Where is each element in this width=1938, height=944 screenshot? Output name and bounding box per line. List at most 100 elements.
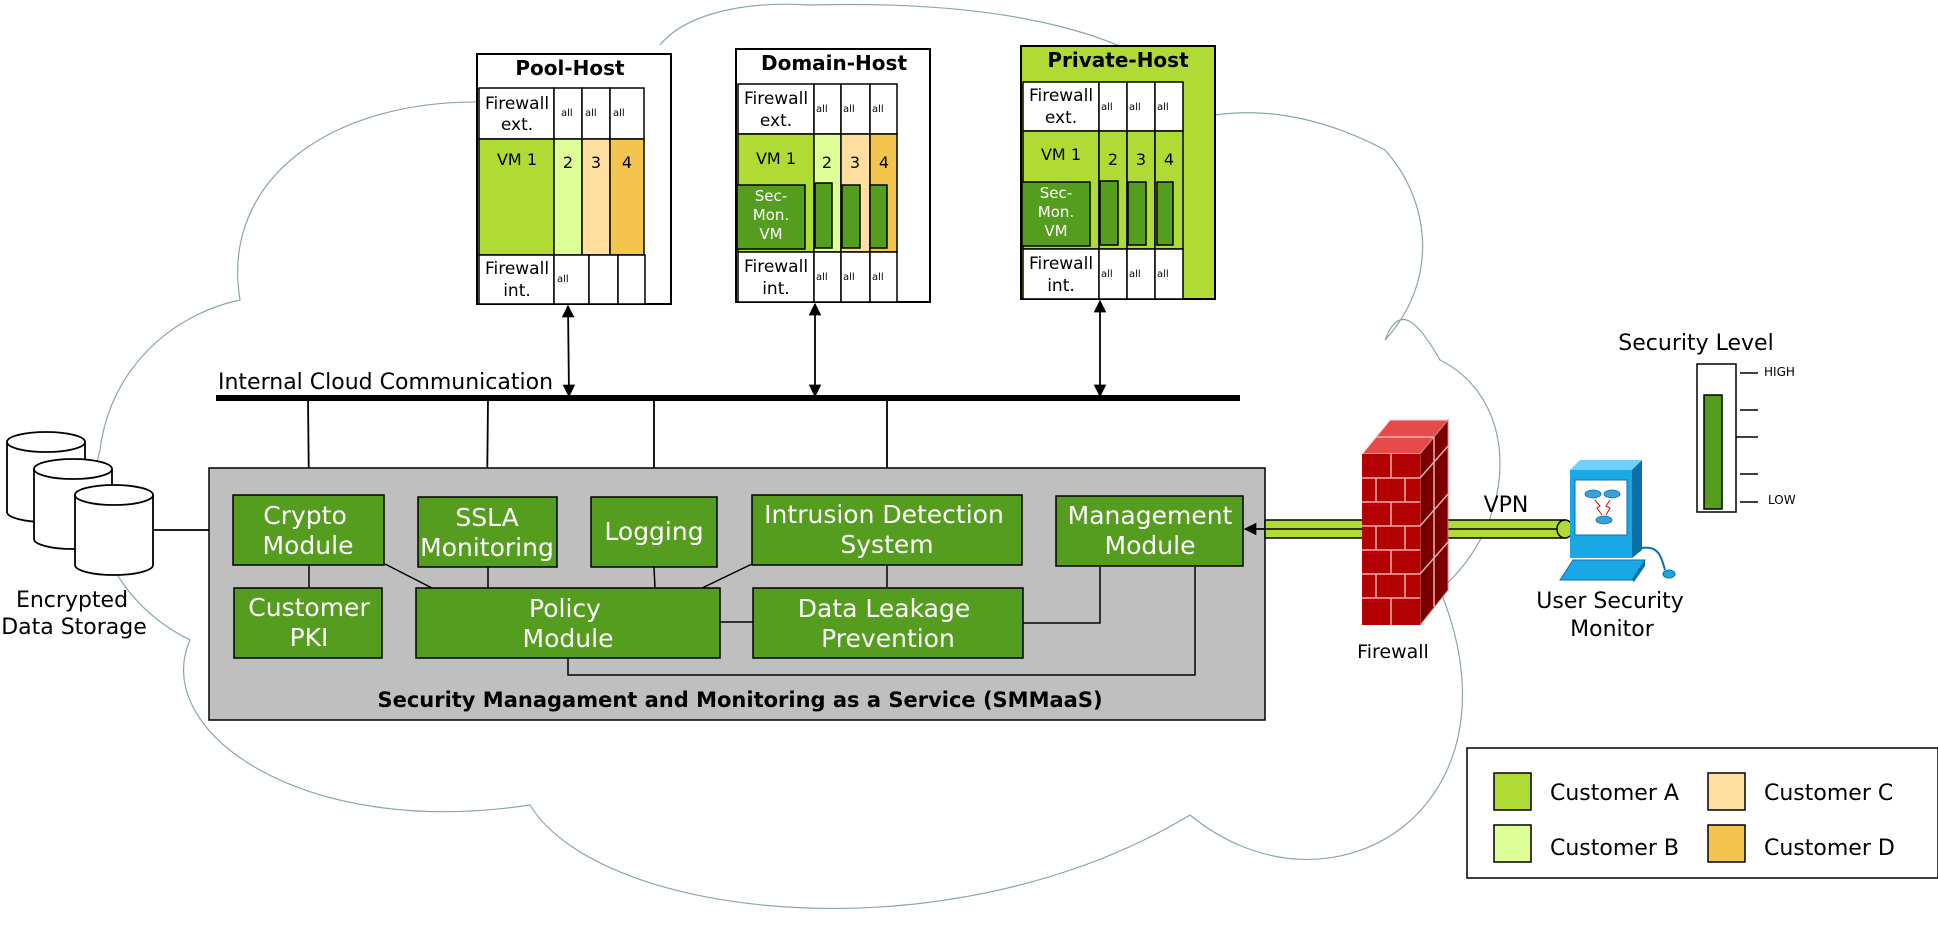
user-monitor-label-line1: User Security [1536, 589, 1683, 614]
private-secmon-c [1127, 181, 1147, 246]
domain-secmon-c [841, 184, 861, 249]
private-vm1-label: VM 1 [1041, 145, 1081, 164]
legend-swatch [1493, 824, 1532, 863]
pool-fw-ext-small-4: all [613, 108, 625, 119]
data-leakage-prevention-module: Data Leakage Prevention [752, 587, 1024, 659]
pool-host-title: Pool-Host [515, 56, 625, 80]
domain-secmon-vm [736, 184, 806, 250]
private-host-title: Private-Host [1047, 48, 1189, 72]
security-level-fill [1703, 394, 1723, 510]
pool-fw-ext-line1: Firewall [485, 94, 549, 114]
intrusion-detection-module: Intrusion Detection System [751, 494, 1023, 566]
user-monitor-label-line2: Monitor [1570, 617, 1655, 642]
domain-secmon-b [814, 182, 833, 249]
legend-swatch [1707, 824, 1746, 863]
computer-icon [1559, 460, 1676, 582]
smmaas-title: Security Managament and Monitoring as a … [377, 688, 1102, 712]
legend-label: Customer D [1764, 836, 1895, 861]
domain-fw-int-line1: Firewall [744, 257, 808, 277]
pool-fw-ext-small-3: all [585, 108, 597, 119]
pool-vm2-label: 2 [563, 153, 573, 172]
domain-fw-ext-line1: Firewall [744, 89, 808, 109]
legend-item-customer-a: Customer A [1493, 772, 1679, 811]
domain-fw-ext-small-2: all [816, 104, 828, 115]
private-fw-ext-small-3: all [1129, 102, 1141, 113]
pool-vm4 [609, 138, 645, 256]
pool-fw-int-line1: Firewall [485, 259, 549, 279]
ssla-line2: Monitoring [420, 533, 554, 562]
bus-label: Internal Cloud Communication [218, 370, 553, 395]
domain-fw-ext-line2: ext. [760, 111, 792, 131]
vpn-label: VPN [1484, 493, 1529, 518]
security-level-title: Security Level [1618, 331, 1773, 356]
domain-fw-int-line2: int. [762, 279, 790, 299]
firewall-label: Firewall [1357, 641, 1429, 663]
pool-fw-int-small-2: all [557, 274, 569, 285]
ids-line1: Intrusion Detection [764, 500, 1004, 529]
domain-vm4-label: 4 [879, 153, 889, 172]
private-fw-ext-small-2: all [1101, 102, 1113, 113]
crypto-module-line2: Module [263, 531, 354, 560]
domain-host: Domain-Host Firewall ext. all all all VM… [735, 48, 931, 303]
domain-host-title: Domain-Host [761, 51, 907, 75]
crypto-module-line1: Crypto [263, 501, 347, 530]
legend-item-customer-d: Customer D [1707, 824, 1895, 863]
crypto-module: Crypto Module [232, 494, 385, 566]
storage-label-line2: Data Storage [1, 615, 147, 640]
domain-fw-int-small-2: all [816, 272, 828, 283]
ids-line2: System [840, 530, 933, 559]
ssla-monitoring-module: SSLA Monitoring [417, 496, 558, 568]
private-fw-int-small-2: all [1101, 269, 1113, 280]
private-secmon-vm [1021, 181, 1091, 247]
pool-vm1 [478, 138, 555, 256]
policy-module: Policy Module [415, 587, 721, 659]
module-connectors [308, 563, 1196, 676]
legend-item-customer-c: Customer C [1707, 772, 1893, 811]
domain-vm3-label: 3 [850, 153, 860, 172]
security-level-high: HIGH [1764, 365, 1795, 379]
mgmt-line1: Management [1068, 501, 1233, 530]
domain-secmon-line2: Mon. [753, 206, 789, 224]
management-module: Management Module [1055, 495, 1244, 567]
domain-secmon-line1: Sec- [755, 187, 787, 205]
private-host: Private-Host Firewall ext. all all all V… [1020, 45, 1216, 300]
mgmt-line2: Module [1105, 531, 1196, 560]
private-vm3-label: 3 [1136, 150, 1146, 169]
legend-item-customer-b: Customer B [1493, 824, 1679, 863]
pool-fw-int-line2: int. [503, 281, 531, 301]
legend-label: Customer B [1550, 836, 1679, 861]
logging-module: Logging [590, 496, 718, 568]
pool-host: Pool-Host Firewall ext. all all all VM 1… [476, 53, 672, 305]
legend-box [1466, 747, 1938, 879]
pki-line2: PKI [290, 623, 329, 652]
private-fw-int-small-3: all [1129, 269, 1141, 280]
private-secmon-line3: VM [1044, 222, 1067, 240]
pool-vm1-label: VM 1 [497, 150, 537, 169]
private-fw-ext-line1: Firewall [1029, 86, 1093, 106]
pool-vm4-label: 4 [622, 153, 632, 172]
private-fw-int [1022, 248, 1100, 300]
domain-vm2-label: 2 [822, 153, 832, 172]
pki-line1: Customer [248, 593, 370, 622]
pool-fw-ext-line2: ext. [501, 115, 533, 135]
customer-pki-module: Customer PKI [233, 587, 383, 659]
private-vm2-label: 2 [1108, 150, 1118, 169]
domain-secmon-line3: VM [759, 225, 782, 243]
domain-vm1-label: VM 1 [756, 149, 796, 168]
pool-vm3-label: 3 [591, 153, 601, 172]
domain-fw-int-small-4: all [872, 272, 884, 283]
private-fw-ext [1022, 81, 1100, 132]
dlp-line1: Data Leakage [798, 594, 970, 623]
policy-line1: Policy [529, 594, 601, 623]
legend-swatch [1707, 772, 1746, 811]
private-secmon-b [1099, 180, 1119, 246]
private-secmon-line1: Sec- [1040, 184, 1072, 202]
pool-fw-ext [478, 87, 555, 140]
cloud-outline [93, 3, 1501, 909]
pool-fw-int [478, 254, 555, 305]
domain-fw-ext [737, 83, 815, 135]
domain-fw-int-small-3: all [843, 272, 855, 283]
private-vm4-label: 4 [1164, 150, 1174, 169]
